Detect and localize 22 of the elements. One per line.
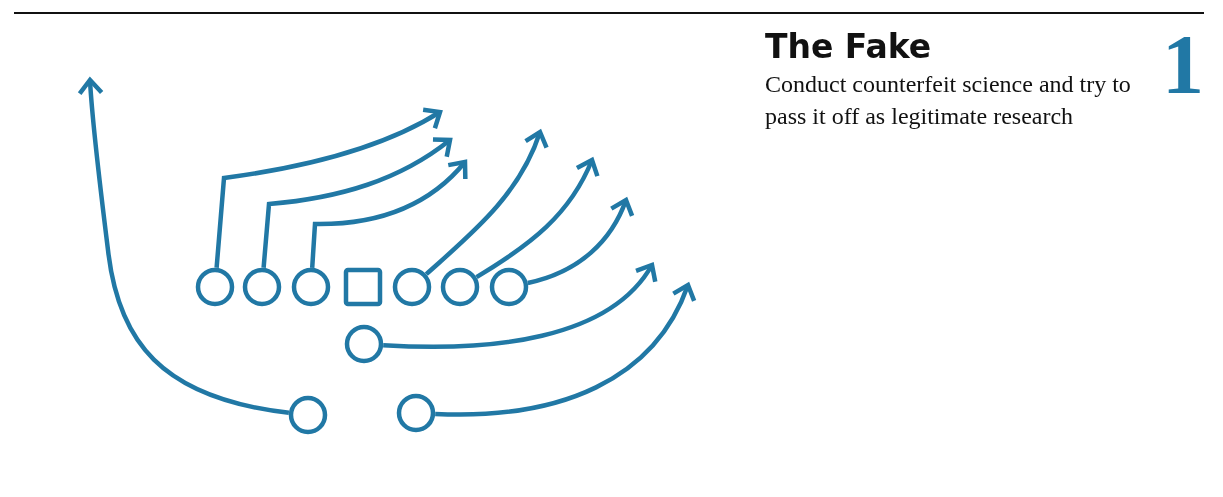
route-arrow xyxy=(424,129,549,276)
player-circle xyxy=(392,267,432,307)
route-arrow xyxy=(435,282,696,417)
route-arrow xyxy=(77,77,290,416)
description: Conduct counterfeit science and try to pass it off as legitimate research xyxy=(765,70,1132,131)
player-circle xyxy=(195,267,235,307)
player-circle xyxy=(489,267,529,307)
player-circle xyxy=(396,393,436,433)
route-arrow xyxy=(261,136,453,268)
player-circle xyxy=(288,395,328,435)
route-arrow xyxy=(383,262,656,350)
route-arrow xyxy=(214,106,443,268)
route-arrow xyxy=(309,159,468,268)
player-circle xyxy=(291,267,331,307)
player-circle xyxy=(242,267,282,307)
route-arrow xyxy=(527,197,634,286)
route-arrow xyxy=(475,157,600,280)
heading: The Fake xyxy=(765,27,932,67)
player-circle xyxy=(440,267,480,307)
player-square xyxy=(343,267,383,307)
step-number: 1 xyxy=(1162,17,1204,113)
player-circle xyxy=(344,324,384,364)
